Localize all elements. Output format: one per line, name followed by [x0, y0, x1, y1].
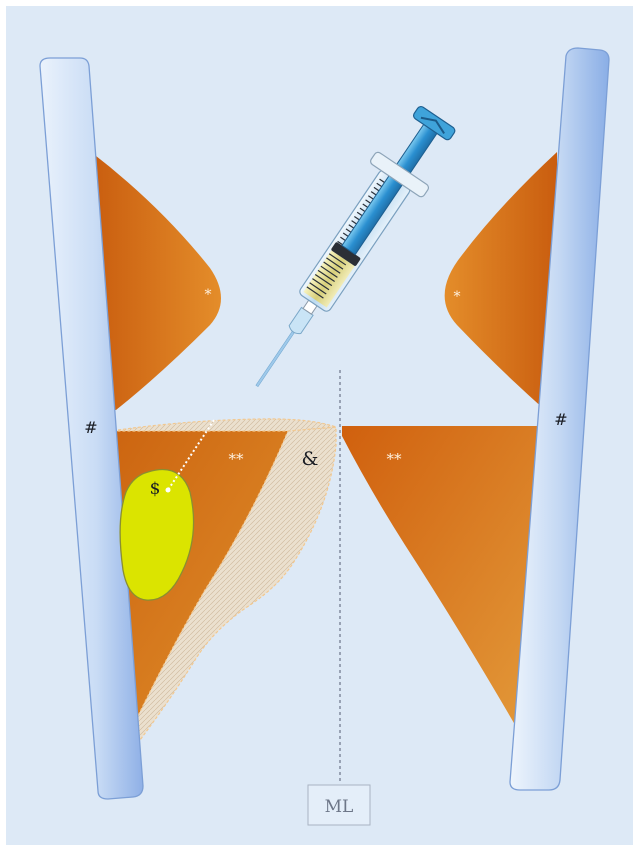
label-star-left: * — [205, 287, 212, 303]
label-ampersand: & — [302, 448, 319, 470]
label-dstar-right: ** — [387, 450, 403, 468]
label-dollar: $ — [150, 479, 161, 499]
midline-label: ML — [325, 797, 354, 817]
label-hash-right: # — [554, 410, 567, 429]
label-star-right: * — [454, 289, 461, 305]
label-hash-left: # — [84, 418, 97, 437]
needle-tip — [166, 488, 171, 493]
label-dstar-left: ** — [229, 450, 245, 468]
